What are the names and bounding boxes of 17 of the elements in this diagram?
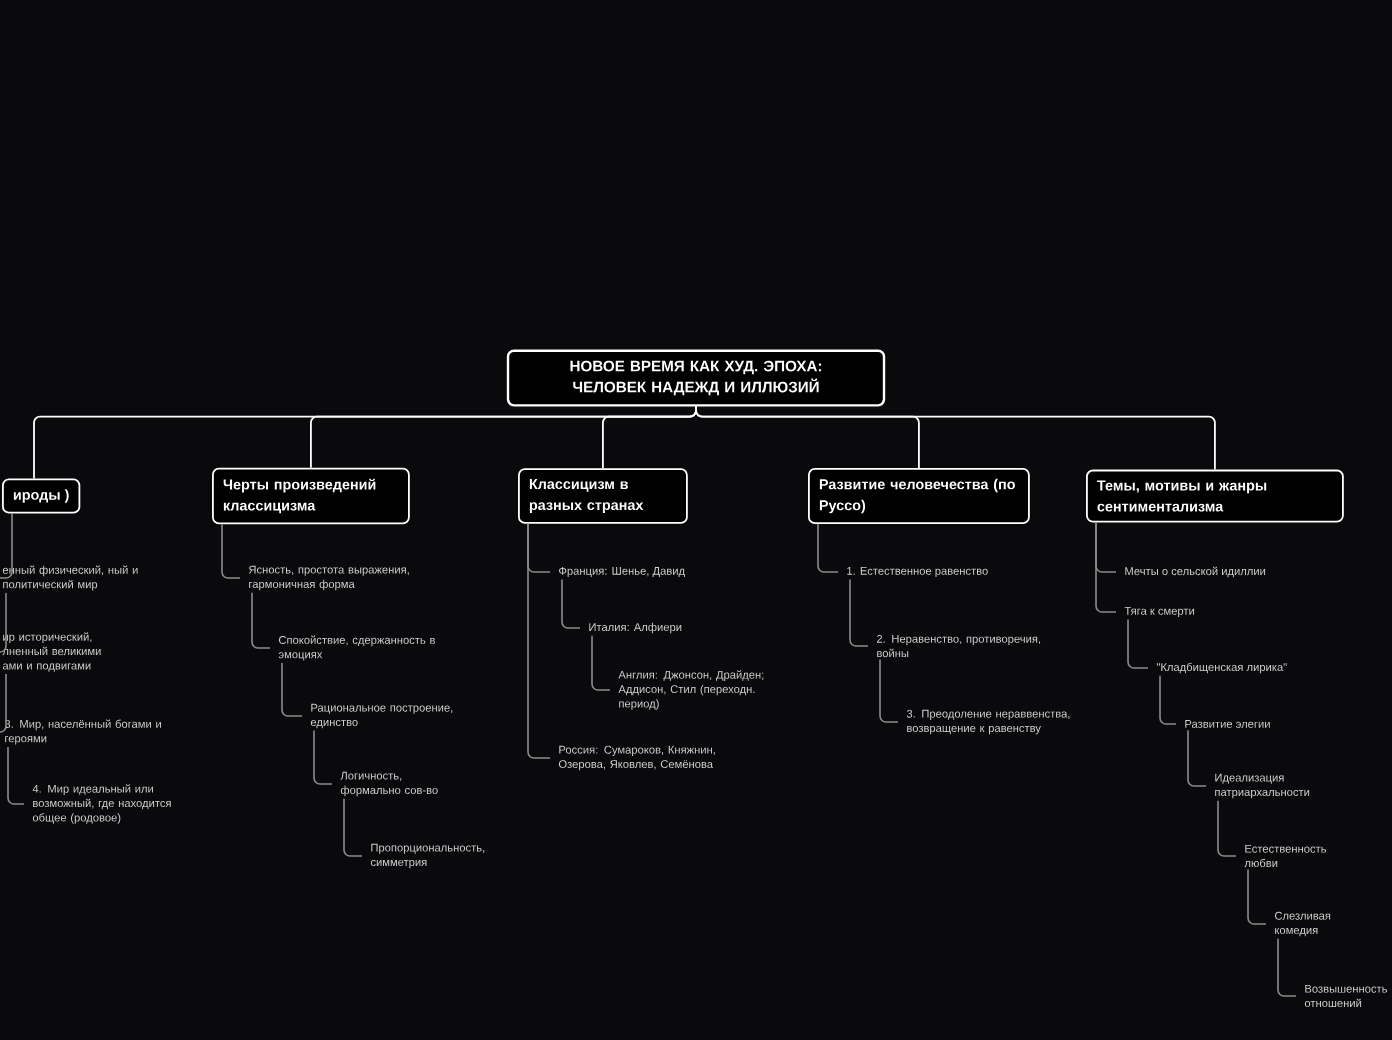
connector-line <box>281 662 303 717</box>
connector-line <box>313 729 333 785</box>
connector-line <box>0 512 13 579</box>
connector-line <box>817 523 839 573</box>
connector-line <box>0 592 7 653</box>
connector-line <box>251 591 271 649</box>
connector-line <box>695 405 1216 471</box>
connector-line <box>561 578 581 629</box>
connector-line <box>221 523 241 579</box>
connector-line <box>1095 521 1117 613</box>
connector-line <box>1217 799 1237 857</box>
connector-line <box>1247 868 1267 925</box>
connector-line <box>849 578 869 647</box>
connector-line <box>1127 618 1149 669</box>
connector-line <box>0 673 7 733</box>
connector-line <box>1187 729 1207 787</box>
connector-line <box>1159 674 1177 725</box>
